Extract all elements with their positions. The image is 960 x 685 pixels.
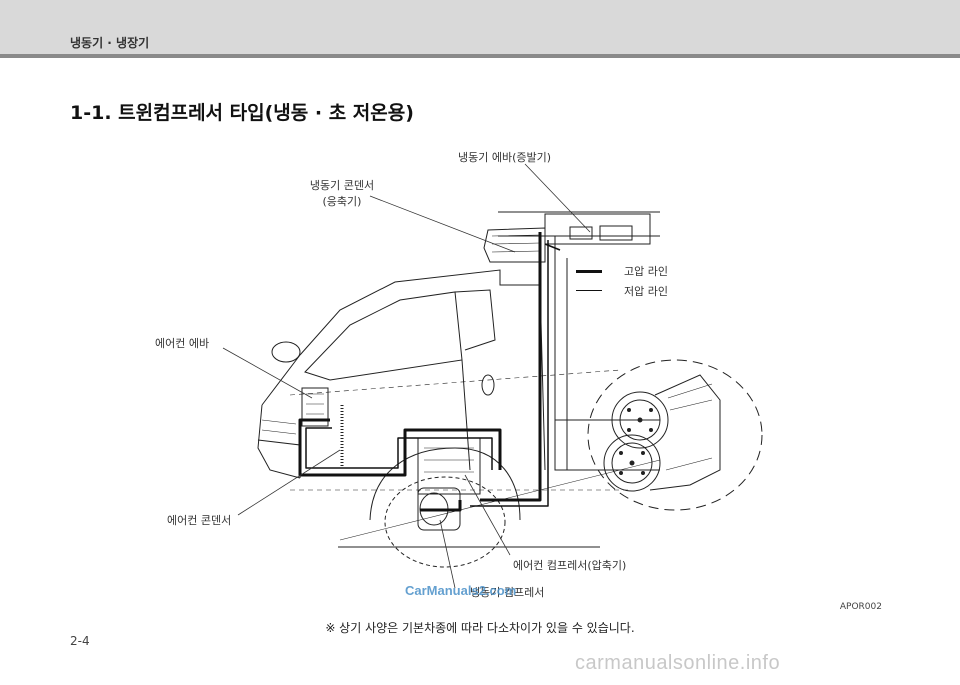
- aircon-condenser-label: 에어컨 콘덴서: [167, 514, 232, 527]
- condenser-label-line1: 냉동기 콘덴서: [309, 179, 375, 192]
- watermark-carmanuals2: CarManuals2.com: [405, 583, 517, 598]
- legend-high-pressure-label: 고압 라인: [624, 265, 668, 278]
- aircon-compressor-label: 에어컨 컴프레서(압축기): [513, 559, 627, 572]
- image-code: APOR002: [839, 602, 882, 612]
- header-rule: [0, 54, 960, 58]
- chapter-title: 냉동기 · 냉장기: [70, 36, 150, 50]
- legend-low-pressure-label: 저압 라인: [624, 285, 668, 298]
- footnote: ※ 상기 사양은 기본차종에 따라 다소차이가 있을 수 있습니다.: [325, 621, 635, 635]
- freezer-compressor-label: 냉동기 컴프레서: [470, 586, 545, 599]
- legend-low-pressure-swatch: [576, 290, 602, 291]
- condenser-label-line2: (응축기): [322, 195, 362, 208]
- aircon-evaporator-label: 에어컨 에바: [155, 337, 210, 350]
- watermark-carmanualsonline: carmanualsonline.info: [575, 652, 781, 674]
- legend-high-pressure-swatch: [576, 270, 602, 273]
- section-title: 1-1. 트윈컴프레서 타입(냉동 · 초 저온용): [70, 102, 414, 124]
- page-number: 2-4: [70, 634, 90, 648]
- evaporator-label: 냉동기 에바(증발기): [458, 151, 552, 164]
- page-header: [0, 0, 960, 54]
